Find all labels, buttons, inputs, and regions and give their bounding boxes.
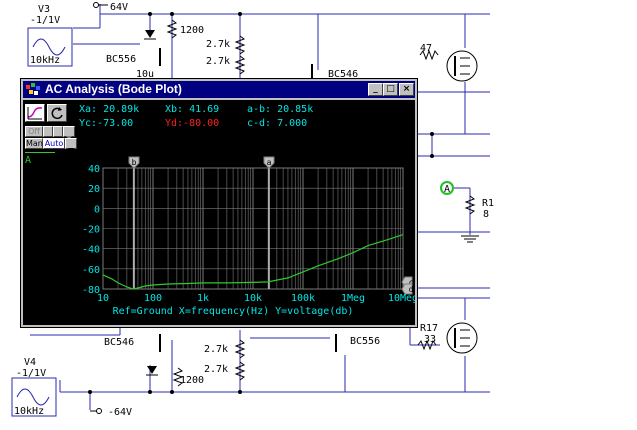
r27k-4-label: 2.7k	[204, 364, 228, 375]
cursor-b-label: b	[132, 158, 137, 167]
bc556-bottom-label: BC556	[350, 336, 380, 347]
bc556-top-label: BC556	[106, 54, 136, 65]
plot-area: Off Man Auto A Xa: 20.89k Xb: 41.69 a-b:…	[23, 100, 415, 325]
readout-c-minus-d: c-d: 7.000	[247, 118, 308, 129]
bc546-top-label: BC546	[328, 69, 358, 80]
trace-a-line	[102, 234, 404, 290]
v4-value: -1/1V	[16, 368, 46, 379]
cursor-a-flag[interactable]	[263, 156, 275, 169]
window-titlebar[interactable]: AC Analysis (Bode Plot) _ □ ×	[23, 81, 415, 98]
cursor-d-label: d	[409, 285, 414, 294]
readout-xa: Xa: 20.89k	[79, 104, 140, 115]
man-button[interactable]: Man	[25, 138, 43, 149]
cap-partial-label: 10u	[136, 69, 154, 80]
curve-tool-button[interactable]	[25, 104, 45, 122]
maximize-button[interactable]: □	[383, 83, 398, 96]
v3-label: V3	[38, 4, 50, 15]
off-toggle-b[interactable]	[53, 126, 63, 137]
readout-yc: Yc:-73.00	[79, 118, 134, 129]
y-tick-label: -80	[82, 285, 100, 296]
supply-pos-label: 64V	[110, 2, 128, 13]
y-tick-label: 20	[88, 184, 100, 195]
readout-xb: Xb: 41.69	[165, 104, 220, 115]
readout-a-minus-b: a-b: 20.85k	[247, 104, 314, 115]
x-tick-label: 1k	[197, 293, 209, 304]
x-tick-label: 10k	[244, 293, 262, 304]
off-button[interactable]: Off	[25, 126, 43, 137]
r27k-2-label: 2.7k	[206, 56, 230, 67]
auto-button[interactable]: Auto	[43, 138, 65, 149]
r17-label: R17	[420, 323, 438, 334]
trace-legend: A	[25, 152, 55, 166]
y-tick-label: -60	[82, 265, 100, 276]
off-toggle-a[interactable]	[43, 126, 53, 137]
refresh-button[interactable]	[47, 104, 67, 122]
y-tick-label: -20	[82, 225, 100, 236]
minimize-button[interactable]: _	[368, 83, 383, 96]
probe-a-label: A	[444, 184, 450, 195]
curve-icon	[27, 107, 43, 120]
y-tick-label: -40	[82, 245, 100, 256]
r27k-1-label: 2.7k	[206, 39, 230, 50]
window-title: AC Analysis (Bode Plot)	[45, 82, 182, 96]
r1200-top-label: 1200	[180, 25, 204, 36]
r1-value: 8	[483, 209, 489, 220]
x-tick-label: 100k	[291, 293, 315, 304]
v3-freq: 10kHz	[30, 55, 60, 66]
x-tick-label: 100	[144, 293, 162, 304]
refresh-icon	[51, 107, 63, 120]
bode-plot-window[interactable]: AC Analysis (Bode Plot) _ □ × Off Man Au…	[20, 78, 418, 328]
probe-a-icon[interactable]	[440, 181, 454, 195]
x-tick-label: 10	[97, 293, 109, 304]
r1-label: R1	[482, 198, 494, 209]
r27k-3-label: 2.7k	[204, 344, 228, 355]
v3-value: -1/1V	[30, 15, 60, 26]
y-tick-label: 40	[88, 164, 100, 175]
supply-neg-label: -64V	[108, 407, 132, 418]
x-tick-label: 1Meg	[341, 293, 365, 304]
bc546-bottom-label: BC546	[104, 337, 134, 348]
r47-label: 47	[420, 43, 432, 54]
close-button[interactable]: ×	[399, 83, 414, 96]
r17-value: 33	[424, 334, 436, 345]
cursor-a-label: a	[267, 158, 272, 167]
auto-dropdown[interactable]	[65, 138, 77, 152]
x-tick-label: 10Meg	[388, 293, 415, 304]
cursor-b-flag[interactable]	[128, 156, 140, 169]
chevron-down-icon	[68, 148, 74, 152]
v4-freq: 10kHz	[14, 406, 44, 417]
cursor-c-label: c	[409, 278, 414, 287]
y-tick-label: 0	[94, 204, 100, 215]
cursor-d-flag[interactable]	[401, 283, 413, 295]
x-axis-label: Ref=Ground X=frequency(Hz) Y=voltage(db)	[113, 306, 354, 317]
v4-label: V4	[24, 357, 36, 368]
r1200-bottom-label: 1200	[180, 375, 204, 386]
app-icon	[26, 83, 40, 95]
readout-yd: Yd:-80.00	[165, 118, 220, 129]
